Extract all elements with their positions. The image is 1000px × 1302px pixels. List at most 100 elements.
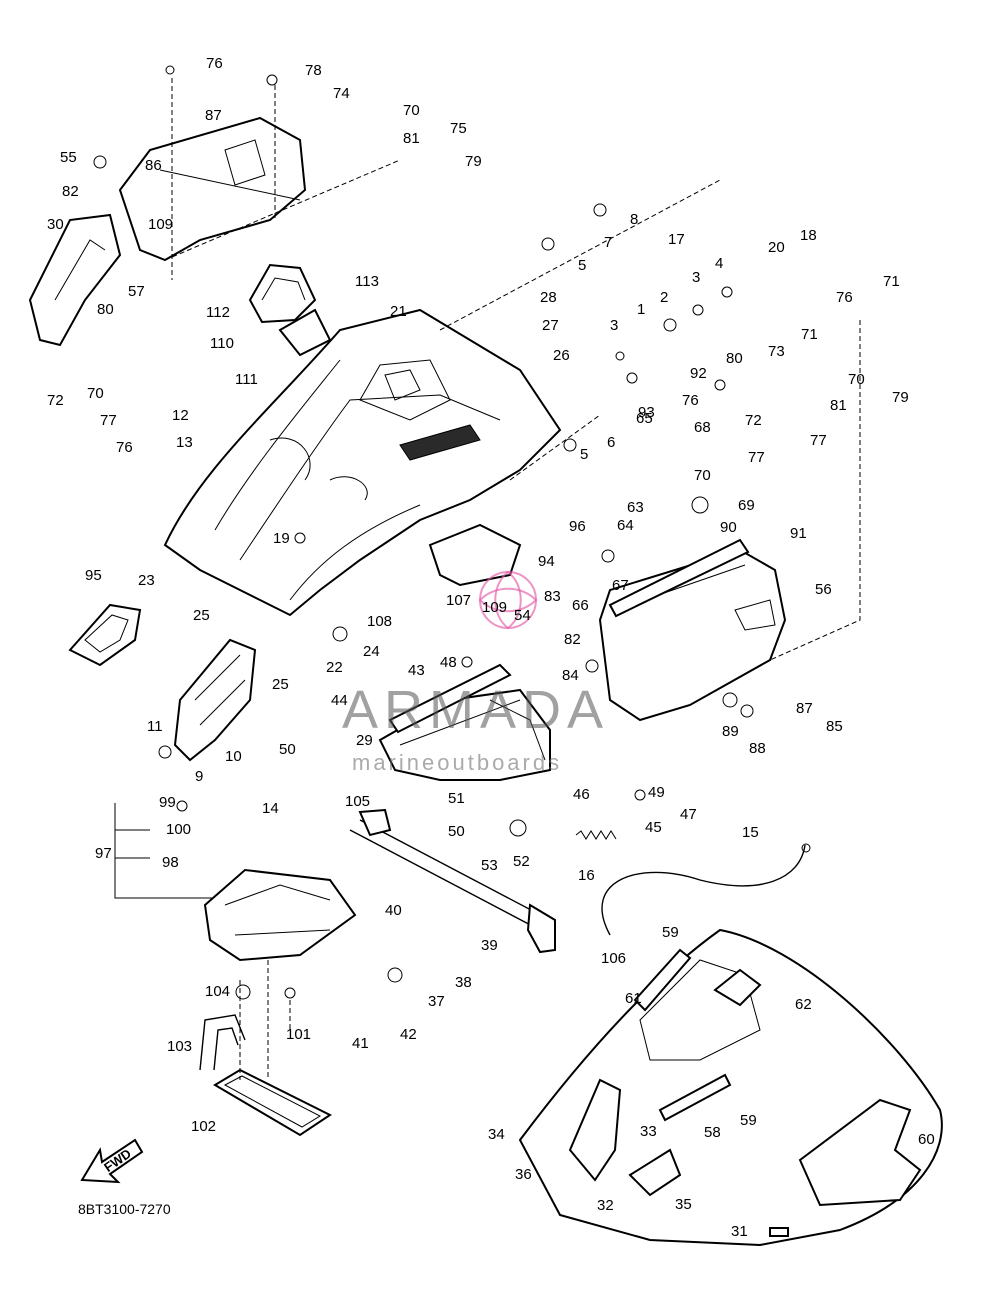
part-number-label: 105 (345, 793, 370, 810)
part-number-label: 78 (305, 62, 322, 79)
part-number-label: 90 (720, 519, 737, 536)
part-number-label: 88 (749, 740, 766, 757)
part-number-label: 41 (352, 1035, 369, 1052)
spring-16 (575, 830, 617, 840)
part-number-label: 89 (722, 723, 739, 740)
part-number-label: 65 (636, 410, 653, 427)
part-number-label: 45 (645, 819, 662, 836)
part-number-label: 81 (830, 397, 847, 414)
part-number-label: 100 (166, 821, 191, 838)
part-number-label: 57 (128, 283, 145, 300)
part-number-label: 72 (745, 412, 762, 429)
part-number-label: 1 (637, 301, 645, 318)
part-number-label: 42 (400, 1026, 417, 1043)
part-number-label: 71 (883, 273, 900, 290)
part-number-label: 60 (918, 1131, 935, 1148)
part-number-label: 63 (627, 499, 644, 516)
part-number-label: 87 (205, 107, 222, 124)
part-number-label: 74 (333, 85, 350, 102)
part-number-label: 69 (738, 497, 755, 514)
part-number-label: 34 (488, 1126, 505, 1143)
part-number-label: 111 (235, 371, 258, 388)
part-number-label: 82 (62, 183, 79, 200)
part-number-label: 82 (564, 631, 581, 648)
part-number-label: 76 (116, 439, 133, 456)
part-number-label: 80 (726, 350, 743, 367)
part-number-label: 80 (97, 301, 114, 318)
part-number-label: 92 (690, 365, 707, 382)
part-number-label: 54 (514, 607, 531, 624)
part-number-label: 2 (660, 289, 668, 306)
part-number-label: 51 (448, 790, 465, 807)
part-number-label: 39 (481, 937, 498, 954)
part-number-label: 48 (440, 654, 457, 671)
part-number-label: 56 (815, 581, 832, 598)
part-number-label: 102 (191, 1118, 216, 1135)
part-number-label: 70 (694, 467, 711, 484)
part-number-label: 10 (225, 748, 242, 765)
part-number-label: 25 (272, 676, 289, 693)
part-number-label: 7 (604, 234, 612, 251)
part-number-label: 47 (680, 806, 697, 823)
diagram-code: 8BT3100-7270 (78, 1201, 171, 1217)
part-number-label: 109 (482, 599, 507, 616)
upper-left-panel (118, 78, 401, 280)
part-number-label: 36 (515, 1166, 532, 1183)
part-number-label: 91 (790, 525, 807, 542)
lower-hull (518, 928, 943, 1247)
part-number-label: 70 (403, 102, 420, 119)
part-number-label: 38 (455, 974, 472, 991)
part-number-label: 99 (159, 794, 176, 811)
part-number-label: 53 (481, 857, 498, 874)
watermark-subtitle: marineoutboards (352, 750, 562, 775)
part-number-label: 27 (542, 317, 559, 334)
part-number-label: 14 (262, 800, 279, 817)
part-number-label: 58 (704, 1124, 721, 1141)
part-number-label: 37 (428, 993, 445, 1010)
part-number-label: 101 (286, 1026, 311, 1043)
part-number-label: 79 (465, 153, 482, 170)
part-number-label: 64 (617, 517, 634, 534)
part-number-label: 84 (562, 667, 579, 684)
part-number-label: 13 (176, 434, 193, 451)
part-number-label: 103 (167, 1038, 192, 1055)
part-number-label: 3 (610, 317, 618, 334)
part-number-label: 32 (597, 1197, 614, 1214)
part-number-label: 44 (331, 692, 348, 709)
part-number-label: 24 (363, 643, 380, 660)
part-number-label: 112 (206, 304, 230, 321)
part-number-label: 98 (162, 854, 179, 871)
part-number-label: 66 (572, 597, 589, 614)
fasteners (93, 65, 754, 1000)
part-number-label: 11 (147, 718, 163, 735)
part-number-label: 109 (148, 216, 173, 233)
part-number-label: 67 (612, 577, 629, 594)
part-number-label: 70 (848, 371, 865, 388)
part-number-label: 9 (195, 768, 203, 785)
part-number-label: 49 (648, 784, 665, 801)
leader-lines (114, 179, 861, 1080)
part-number-label: 83 (544, 588, 561, 605)
part-number-label: 93 (638, 404, 655, 421)
part-number-label: 4 (715, 255, 723, 272)
part-number-label: 95 (85, 567, 102, 584)
tray-97 (203, 868, 357, 962)
part-number-label: 22 (326, 659, 343, 676)
part-number-label: 5 (578, 257, 586, 274)
part-number-label: 16 (578, 867, 595, 884)
part-number-label: 29 (356, 732, 373, 749)
main-hood-deck (163, 308, 562, 617)
part-number-label: 25 (193, 607, 210, 624)
left-side-bracket-30 (28, 213, 122, 347)
part-number-label: 110 (210, 335, 234, 352)
part-number-label: 30 (47, 216, 64, 233)
part-number-label: 68 (694, 419, 711, 436)
part-number-label: 77 (100, 412, 117, 429)
vent-110 (248, 263, 332, 357)
part-number-label: 46 (573, 786, 590, 803)
part-number-label: 77 (748, 449, 765, 466)
storage-box-94 (428, 523, 522, 587)
